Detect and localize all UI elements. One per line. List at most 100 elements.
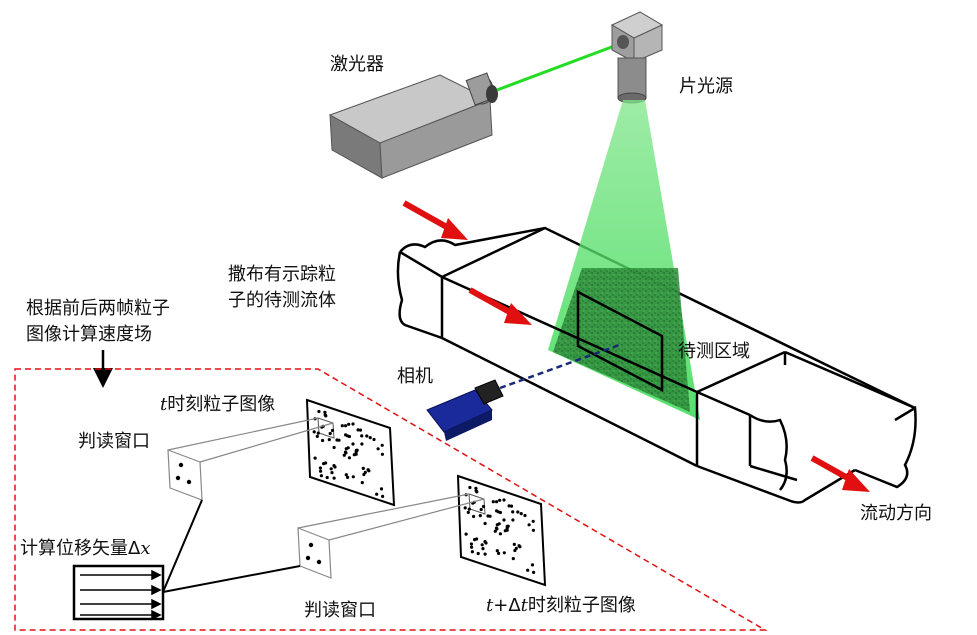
particle-dot: [318, 466, 322, 470]
particle-dot: [358, 428, 363, 432]
particle-dot: [380, 443, 384, 447]
particle-dot: [495, 500, 499, 504]
particle-dot: [381, 494, 385, 498]
particle-dot: [511, 557, 515, 561]
particle-dot: [313, 456, 317, 460]
particle-dot: [497, 551, 501, 556]
particle-dot: [360, 481, 364, 485]
particle-dot: [332, 464, 336, 468]
displacement-var: x: [140, 538, 151, 559]
flow-arrows: [402, 200, 870, 492]
particle-dot: [329, 467, 333, 471]
particle-dot: [360, 442, 364, 446]
particle-dot: [505, 528, 509, 532]
particle-dot: [466, 510, 470, 514]
particle-dot: [474, 489, 478, 493]
particle-dot: [323, 410, 327, 414]
particle-dot: [316, 431, 320, 435]
frame-t2-image: [456, 474, 547, 587]
particle-dot: [380, 452, 384, 456]
particle-dot: [325, 475, 329, 480]
particle-dot: [376, 447, 380, 451]
particle-dot: [328, 431, 332, 436]
particle-dot: [474, 486, 478, 490]
interrogation-window-2: [297, 527, 332, 579]
particle-dot: [519, 511, 523, 516]
particle-dot: [361, 466, 365, 470]
particle-dot: [498, 498, 502, 502]
particle-dot: [472, 514, 476, 519]
particle-dot: [502, 518, 506, 522]
laser-label: 激光器: [330, 54, 384, 75]
particle-dot: [491, 500, 495, 504]
camera-label: 相机: [397, 366, 433, 387]
particle-dot: [481, 504, 486, 509]
method-label-2: 图像计算速度场: [26, 324, 152, 345]
particle-dot: [496, 510, 500, 514]
particle-dot: [321, 438, 325, 443]
particle-dot: [332, 476, 336, 480]
particle-dot: [344, 424, 348, 428]
particle-dot: [523, 513, 527, 518]
particle-dot: [327, 438, 331, 442]
particle-dot: [483, 521, 487, 526]
frame-t2-label: t+Δt时刻粒子图像: [486, 595, 636, 617]
frame-t2-mid: +Δ: [493, 595, 521, 616]
particle-dot: [343, 450, 348, 454]
particle-dot: [494, 526, 499, 530]
particle-dot: [372, 437, 376, 442]
frame-t2-var: t: [486, 595, 494, 616]
sheet-source-label: 片光源: [679, 76, 733, 97]
measure-region-label: 待测区域: [678, 341, 750, 362]
particle-dot: [473, 538, 477, 542]
particle-dot: [512, 542, 516, 547]
particle-dot: [319, 469, 323, 473]
particle-dot: [470, 545, 474, 549]
particle-dot: [480, 543, 484, 547]
particle-dot: [366, 468, 370, 472]
connector-lines: [167, 417, 485, 541]
particle-dot: [502, 551, 506, 555]
particle-dot: [514, 546, 518, 551]
particle-dot: [495, 549, 499, 553]
particle-dot: [470, 550, 474, 554]
method-label-1: 根据前后两帧粒子: [26, 298, 170, 319]
interrogation-window-1: [167, 449, 203, 501]
particle-dot: [526, 568, 530, 572]
particle-dot: [345, 434, 349, 438]
particle-dot: [507, 504, 511, 508]
seeded-fluid-label-2: 子的待测流体: [228, 290, 336, 311]
particle-dot: [530, 563, 535, 567]
particle-dot: [467, 507, 471, 511]
particle-dot: [360, 434, 364, 438]
particle-dot: [342, 453, 346, 457]
particle-dot: [323, 413, 327, 417]
particle-dot: [319, 474, 323, 478]
particle-dot: [335, 438, 339, 442]
measure-window: [576, 289, 664, 393]
vector-field-box: [72, 564, 165, 621]
particle-dot: [483, 552, 487, 556]
displacement-label: 计算位移矢量Δx: [20, 538, 150, 560]
sheet-optics: [610, 11, 664, 104]
particle-dot: [476, 551, 480, 556]
particle-dot: [322, 462, 326, 466]
particle-dot: [330, 471, 334, 475]
window-2-label: 判读窗口: [304, 600, 376, 621]
particle-dot: [511, 518, 515, 522]
particle-dot: [517, 544, 521, 548]
frame-t-var: t: [160, 394, 168, 415]
particle-dot: [346, 446, 350, 450]
window-1-label: 判读窗口: [78, 431, 150, 452]
particle-dot: [532, 570, 536, 575]
particle-dot: [516, 510, 520, 514]
particle-dot: [531, 528, 536, 532]
particle-dot: [368, 436, 372, 440]
particle-dot: [483, 540, 487, 544]
frame-t2-var2: t: [520, 595, 528, 616]
particle-dot: [478, 514, 482, 518]
particle-dot: [479, 507, 483, 512]
particle-dot: [354, 452, 358, 456]
particle-dot: [486, 514, 490, 518]
